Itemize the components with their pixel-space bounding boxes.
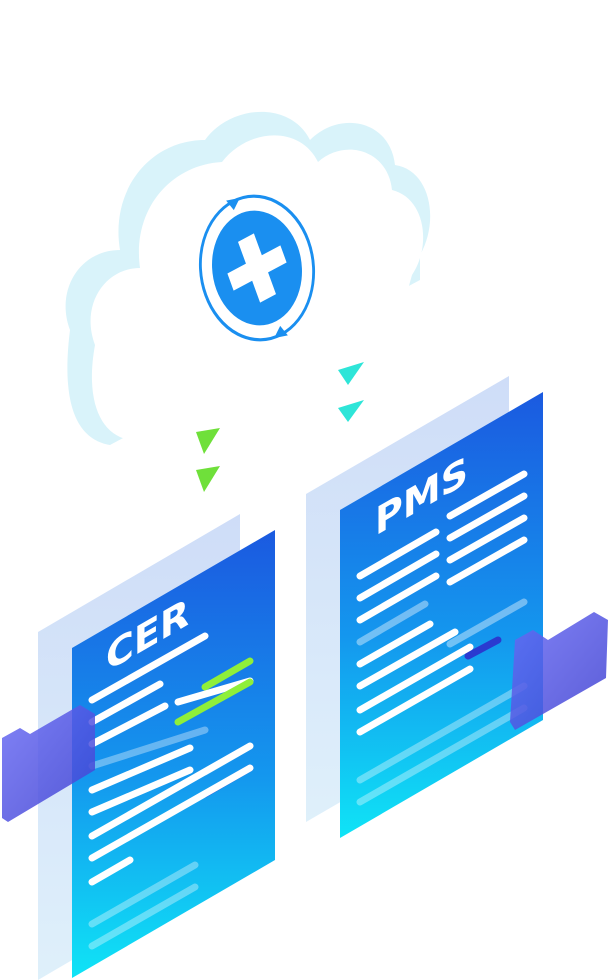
arrow-green-2 xyxy=(196,466,220,492)
arrow-teal-2 xyxy=(338,400,364,422)
arrow-green-1 xyxy=(196,428,220,454)
document-right: PMS xyxy=(306,376,543,838)
doc-left-lines xyxy=(88,632,254,950)
doc-right-page xyxy=(340,392,543,838)
document-left: CER xyxy=(38,514,275,980)
medical-cross-icon xyxy=(212,210,302,326)
arrow-teal-1 xyxy=(338,362,364,385)
folder-left xyxy=(2,705,95,822)
folder-right xyxy=(510,612,608,730)
doc-right-lines xyxy=(356,470,528,806)
folder-icon xyxy=(2,612,608,822)
medical-badge xyxy=(198,194,316,342)
arrow-down-icon xyxy=(196,362,364,492)
